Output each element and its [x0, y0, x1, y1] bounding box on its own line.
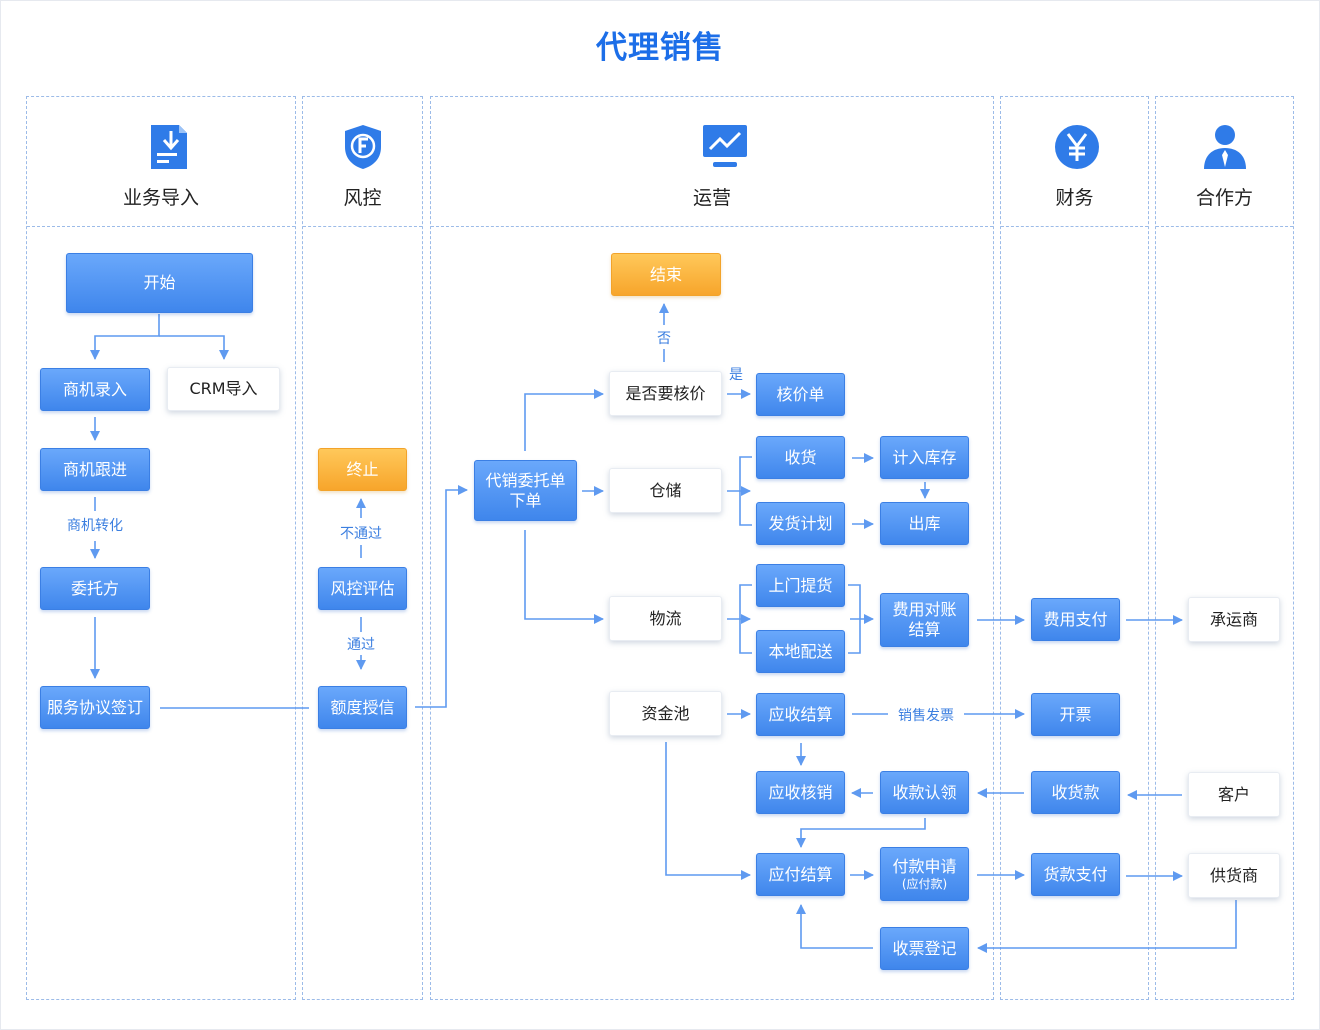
- lane-title: 风控: [343, 187, 382, 209]
- edge-label-not-pass: 不通过: [333, 523, 389, 543]
- fee-payment-node[interactable]: 费用支付: [1031, 598, 1120, 641]
- risk-terminate-node[interactable]: 终止: [318, 448, 407, 491]
- edge-label-no: 否: [654, 328, 674, 348]
- lane-title: 业务导入: [122, 187, 199, 209]
- lane-finance: 财务: [1000, 96, 1149, 1000]
- lane-header: [1001, 97, 1148, 227]
- logistics-node[interactable]: 物流: [609, 596, 722, 641]
- need-price-check-node[interactable]: 是否要核价: [609, 371, 722, 416]
- local-delivery-node[interactable]: 本地配送: [756, 630, 845, 673]
- fund-pool-node[interactable]: 资金池: [609, 691, 722, 736]
- lane-header: [1156, 97, 1293, 227]
- warehouse-node[interactable]: 仓储: [609, 468, 722, 513]
- lane-header: [303, 97, 422, 227]
- receipt-claim-node[interactable]: 收款认领: [880, 771, 969, 814]
- lane-header: [27, 97, 295, 227]
- shield-f-icon: [345, 125, 381, 169]
- lane-partner: 合作方: [1155, 96, 1294, 1000]
- end-node[interactable]: 结束: [611, 253, 721, 296]
- monitor-chart-icon: [703, 125, 747, 167]
- customer-node[interactable]: 客户: [1188, 772, 1280, 817]
- document-import-icon: [151, 125, 187, 169]
- receive-goods-node[interactable]: 收货: [756, 436, 845, 479]
- lane-title: 运营: [692, 187, 731, 209]
- yen-coin-icon: [1055, 125, 1099, 169]
- stock-out-node[interactable]: 出库: [880, 502, 969, 545]
- node-text-line: (应付款): [901, 877, 948, 891]
- lane-title: 合作方: [1195, 187, 1253, 209]
- agreement-sign-node[interactable]: 服务协议签订: [40, 686, 150, 729]
- node-text-line: 付款申请: [892, 857, 957, 876]
- fee-reconcile-node[interactable]: 费用对账 结算: [880, 593, 969, 647]
- receivable-settle-node[interactable]: 应收结算: [756, 693, 845, 736]
- supplier-node[interactable]: 供货商: [1188, 853, 1280, 898]
- crm-import-node[interactable]: CRM导入: [167, 367, 280, 411]
- node-text-line: 代销委托单: [485, 470, 566, 490]
- lane-title: 财务: [1055, 187, 1094, 209]
- lead-entry-node[interactable]: 商机录入: [40, 368, 150, 411]
- principal-node[interactable]: 委托方: [40, 567, 150, 610]
- payment-request-node[interactable]: 付款申请 (应付款): [880, 847, 969, 901]
- node-text-line: 下单: [509, 490, 542, 510]
- invoice-node[interactable]: 开票: [1031, 693, 1120, 736]
- edge-label-lead-convert: 商机转化: [60, 515, 130, 535]
- door-pickup-node[interactable]: 上门提货: [756, 564, 845, 607]
- price-check-sheet-node[interactable]: 核价单: [756, 373, 845, 416]
- risk-assess-node[interactable]: 风控评估: [318, 567, 407, 610]
- lane-business: 业务导入: [26, 96, 296, 1000]
- carrier-node[interactable]: 承运商: [1188, 597, 1280, 642]
- person-icon: [1204, 125, 1246, 169]
- edge-label-sales-invoice: 销售发票: [888, 705, 964, 725]
- stock-in-node[interactable]: 计入库存: [880, 436, 969, 479]
- page-title: 代理销售: [596, 30, 724, 66]
- lane-risk: 风控: [302, 96, 423, 1000]
- edge-label-yes: 是: [729, 367, 743, 383]
- collect-payment-node[interactable]: 收货款: [1031, 771, 1120, 814]
- ship-plan-node[interactable]: 发货计划: [756, 502, 845, 545]
- edge-label-pass: 通过: [341, 634, 381, 654]
- payable-settle-node[interactable]: 应付结算: [756, 853, 845, 896]
- goods-payment-node[interactable]: 货款支付: [1031, 853, 1120, 896]
- lead-follow-node[interactable]: 商机跟进: [40, 448, 150, 491]
- invoice-register-node[interactable]: 收票登记: [880, 927, 969, 970]
- node-text-line: 费用对账: [892, 600, 957, 619]
- node-text-line: 结算: [908, 620, 941, 639]
- lane-header: [431, 97, 993, 227]
- credit-grant-node[interactable]: 额度授信: [318, 686, 407, 729]
- lane-ops: 运营: [430, 96, 994, 1000]
- receivable-writeoff-node[interactable]: 应收核销: [756, 771, 845, 814]
- consign-order-node[interactable]: 代销委托单 下单: [474, 460, 577, 521]
- start-node[interactable]: 开始: [66, 253, 253, 313]
